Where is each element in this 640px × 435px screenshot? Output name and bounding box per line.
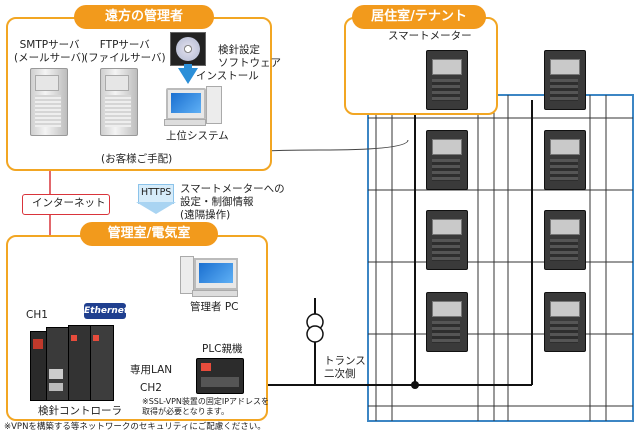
building-grid — [368, 95, 633, 421]
customer-note: (お客様ご手配) — [101, 153, 173, 165]
admin-pc-label: 管理者 PC — [190, 301, 239, 313]
smart-meter — [426, 292, 468, 352]
smart-meter — [544, 210, 586, 270]
smart-meter-label: スマートメーター — [388, 30, 472, 42]
transformer-label: トランス 二次側 — [324, 355, 366, 381]
dedicated-lan-label: 専用LAN — [130, 364, 173, 376]
smart-meter — [544, 292, 586, 352]
plc-master-icon — [196, 358, 244, 394]
smart-meter — [544, 130, 586, 190]
https-label: HTTPS — [141, 187, 172, 198]
remote-admin-title: 遠方の管理者 — [74, 5, 214, 29]
ftp-server-icon — [100, 68, 138, 136]
smart-meter — [426, 130, 468, 190]
transformer-icon — [306, 313, 324, 343]
smart-meter — [426, 50, 468, 110]
host-system-tower-icon — [206, 86, 222, 124]
ch2-label: CH2 — [140, 382, 162, 394]
host-system-monitor-icon — [166, 88, 206, 120]
software-label: 検針設定 ソフトウェア — [218, 44, 281, 70]
admin-pc-monitor-icon — [194, 258, 238, 290]
ethernet-badge: Ethernet — [84, 303, 128, 319]
footer-note: ※VPNを構築する等ネットワークのセキュリティにご配慮ください。 — [4, 422, 266, 432]
install-arrow-stem — [184, 64, 192, 70]
residential-title: 居住室/テナント — [352, 5, 486, 29]
controller-label: 検針コントローラ — [38, 405, 122, 417]
https-description: スマートメーターへの 設定・制御情報 (遠隔操作) — [180, 183, 285, 222]
smart-meter — [544, 50, 586, 110]
ch1-label: CH1 — [26, 309, 48, 321]
admin-pc-keyboard-icon — [192, 290, 238, 297]
admin-pc-tower-icon — [180, 256, 194, 294]
power-lines — [239, 100, 533, 386]
software-cd-icon — [170, 32, 206, 66]
control-room-title: 管理室/電気室 — [80, 222, 218, 246]
building-outline — [367, 94, 634, 422]
internet-box — [22, 194, 110, 215]
junction-dot — [411, 381, 419, 389]
ftp-server-label: FTPサーバ (ファイルサーバ) — [84, 39, 166, 65]
smtp-server-icon — [30, 68, 68, 136]
smtp-server-label: SMTPサーバ (メールサーバ) — [14, 39, 86, 65]
install-arrow-icon — [178, 68, 198, 84]
host-system-label: 上位システム — [166, 130, 229, 142]
https-arrow-head — [136, 202, 176, 214]
plc-master-label: PLC親機 — [202, 343, 243, 355]
smart-meter — [426, 210, 468, 270]
meter-controller-icon — [30, 325, 114, 401]
vpn-ip-note: ※SSL-VPN装置の固定IPアドレスを 取得が必要となります。 — [142, 397, 270, 417]
residential-box — [344, 17, 498, 115]
install-label: インストール — [196, 70, 259, 82]
internet-label: インターネット — [32, 197, 106, 209]
host-system-keyboard-icon — [164, 119, 206, 126]
